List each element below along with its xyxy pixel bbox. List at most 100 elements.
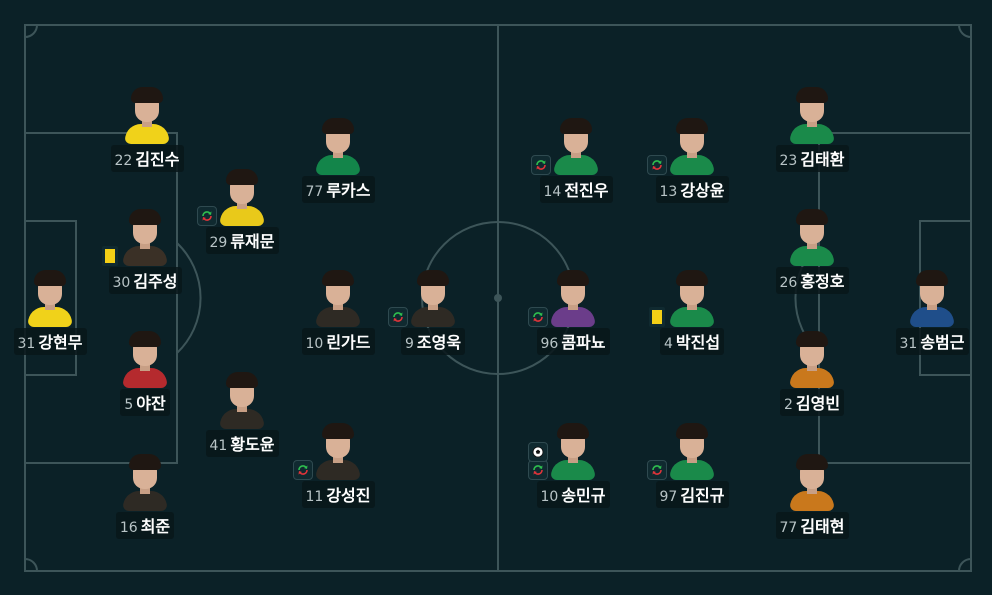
player-name: 김태환	[800, 150, 845, 169]
player-card-p1[interactable]: 22 김진수	[92, 84, 202, 172]
player-number: 97	[659, 489, 678, 505]
corner-arc-br	[958, 558, 972, 572]
kit-shirt	[790, 491, 834, 511]
player-card-p13[interactable]: 13 강상윤	[637, 115, 747, 203]
player-name: 전진우	[564, 181, 609, 200]
player-card-p4[interactable]: 30 김주성	[90, 206, 200, 294]
player-name: 김진규	[680, 486, 725, 505]
yellow-card-icon	[649, 307, 665, 327]
kit-shirt	[28, 307, 72, 327]
corner-arc-bl	[24, 558, 38, 572]
player-card-p5[interactable]: 31 강현무	[0, 267, 105, 355]
player-number: 10	[540, 489, 559, 505]
player-name: 박진섭	[675, 333, 721, 352]
corner-arc-tl	[24, 24, 38, 38]
goal-area-left	[24, 220, 77, 376]
substitution-icon	[647, 460, 667, 480]
player-label: 26 홍정호	[775, 267, 849, 294]
player-card-p8[interactable]: 5 야잔	[90, 328, 200, 416]
substitution-icon	[197, 206, 217, 226]
player-label: 41 황도윤	[205, 430, 279, 457]
player-number: 31	[17, 336, 36, 352]
kit-shirt	[551, 307, 595, 327]
substitution-icon	[533, 312, 543, 322]
player-card-p22[interactable]: 77 김태현	[757, 451, 867, 539]
substitution-icon	[652, 465, 662, 475]
player-photo	[790, 451, 834, 511]
player-number: 14	[543, 184, 562, 200]
penalty-arc-left	[176, 242, 202, 354]
player-name: 송범근	[920, 333, 965, 352]
player-label: 5 야잔	[120, 389, 170, 416]
player-label: 4 박진섭	[659, 328, 725, 355]
player-number: 41	[209, 438, 228, 454]
center-spot	[494, 294, 502, 302]
player-name: 조영욱	[416, 333, 462, 352]
player-photo	[316, 115, 360, 175]
player-name: 김태현	[800, 517, 845, 536]
player-number: 96	[540, 336, 559, 352]
player-card-p12[interactable]: 14 전진우	[521, 115, 631, 203]
player-card-p10[interactable]: 11 강성진	[283, 420, 393, 508]
player-card-p18[interactable]: 31 송범근	[877, 267, 987, 355]
player-photo	[220, 166, 264, 226]
player-card-p6[interactable]: 10 린가드	[283, 267, 393, 355]
player-number: 29	[209, 235, 228, 251]
kit-shirt	[551, 460, 595, 480]
player-card-p16[interactable]: 96 콤파뇨	[518, 267, 628, 355]
player-card-p11[interactable]: 16 최준	[90, 451, 200, 539]
kit-shirt	[670, 307, 714, 327]
player-name: 강상윤	[680, 181, 725, 200]
kit-shirt	[123, 368, 167, 388]
player-photo	[551, 267, 595, 327]
player-label: 97 김진규	[655, 481, 729, 508]
substitution-icon	[652, 160, 662, 170]
player-name: 송민규	[561, 486, 606, 505]
player-name: 최준	[140, 517, 171, 536]
substitution-icon	[293, 460, 313, 480]
player-card-p9[interactable]: 41 황도윤	[187, 369, 297, 457]
player-photo	[28, 267, 72, 327]
player-card-p3[interactable]: 29 류재문	[187, 166, 297, 254]
player-card-p20[interactable]: 10 송민규	[518, 420, 628, 508]
player-label: 14 전진우	[539, 176, 613, 203]
player-number: 4	[663, 336, 673, 352]
player-label: 13 강상윤	[655, 176, 729, 203]
kit-shirt	[554, 155, 598, 175]
kit-shirt	[790, 124, 834, 144]
player-card-p21[interactable]: 97 김진규	[637, 420, 747, 508]
player-number: 16	[119, 520, 138, 536]
player-label: 16 최준	[115, 512, 175, 539]
player-name: 야잔	[136, 394, 166, 413]
substitution-icon	[647, 155, 667, 175]
kit-shirt	[123, 246, 167, 266]
player-card-p2[interactable]: 77 루카스	[283, 115, 393, 203]
player-photo	[670, 115, 714, 175]
player-photo	[670, 420, 714, 480]
player-photo	[123, 451, 167, 511]
player-name: 김영빈	[795, 394, 841, 413]
player-number: 2	[783, 397, 793, 413]
player-card-p17[interactable]: 4 박진섭	[637, 267, 747, 355]
player-name: 콤파뇨	[561, 333, 606, 352]
player-card-p7[interactable]: 9 조영욱	[378, 267, 488, 355]
kit-shirt	[316, 460, 360, 480]
player-photo	[316, 267, 360, 327]
player-number: 22	[114, 153, 133, 169]
player-label: 77 김태현	[775, 512, 849, 539]
kit-shirt	[670, 155, 714, 175]
substitution-icon	[528, 460, 548, 480]
substitution-icon	[388, 307, 408, 327]
player-label: 23 김태환	[775, 145, 849, 172]
kit-shirt	[316, 155, 360, 175]
player-number: 26	[779, 275, 798, 291]
player-label: 96 콤파뇨	[536, 328, 610, 355]
player-label: 10 린가드	[301, 328, 375, 355]
player-card-p19[interactable]: 2 김영빈	[757, 328, 867, 416]
kit-shirt	[220, 409, 264, 429]
player-card-p14[interactable]: 23 김태환	[757, 84, 867, 172]
kit-shirt	[125, 124, 169, 144]
player-label: 30 김주성	[108, 267, 182, 294]
kit-shirt	[910, 307, 954, 327]
player-card-p15[interactable]: 26 홍정호	[757, 206, 867, 294]
